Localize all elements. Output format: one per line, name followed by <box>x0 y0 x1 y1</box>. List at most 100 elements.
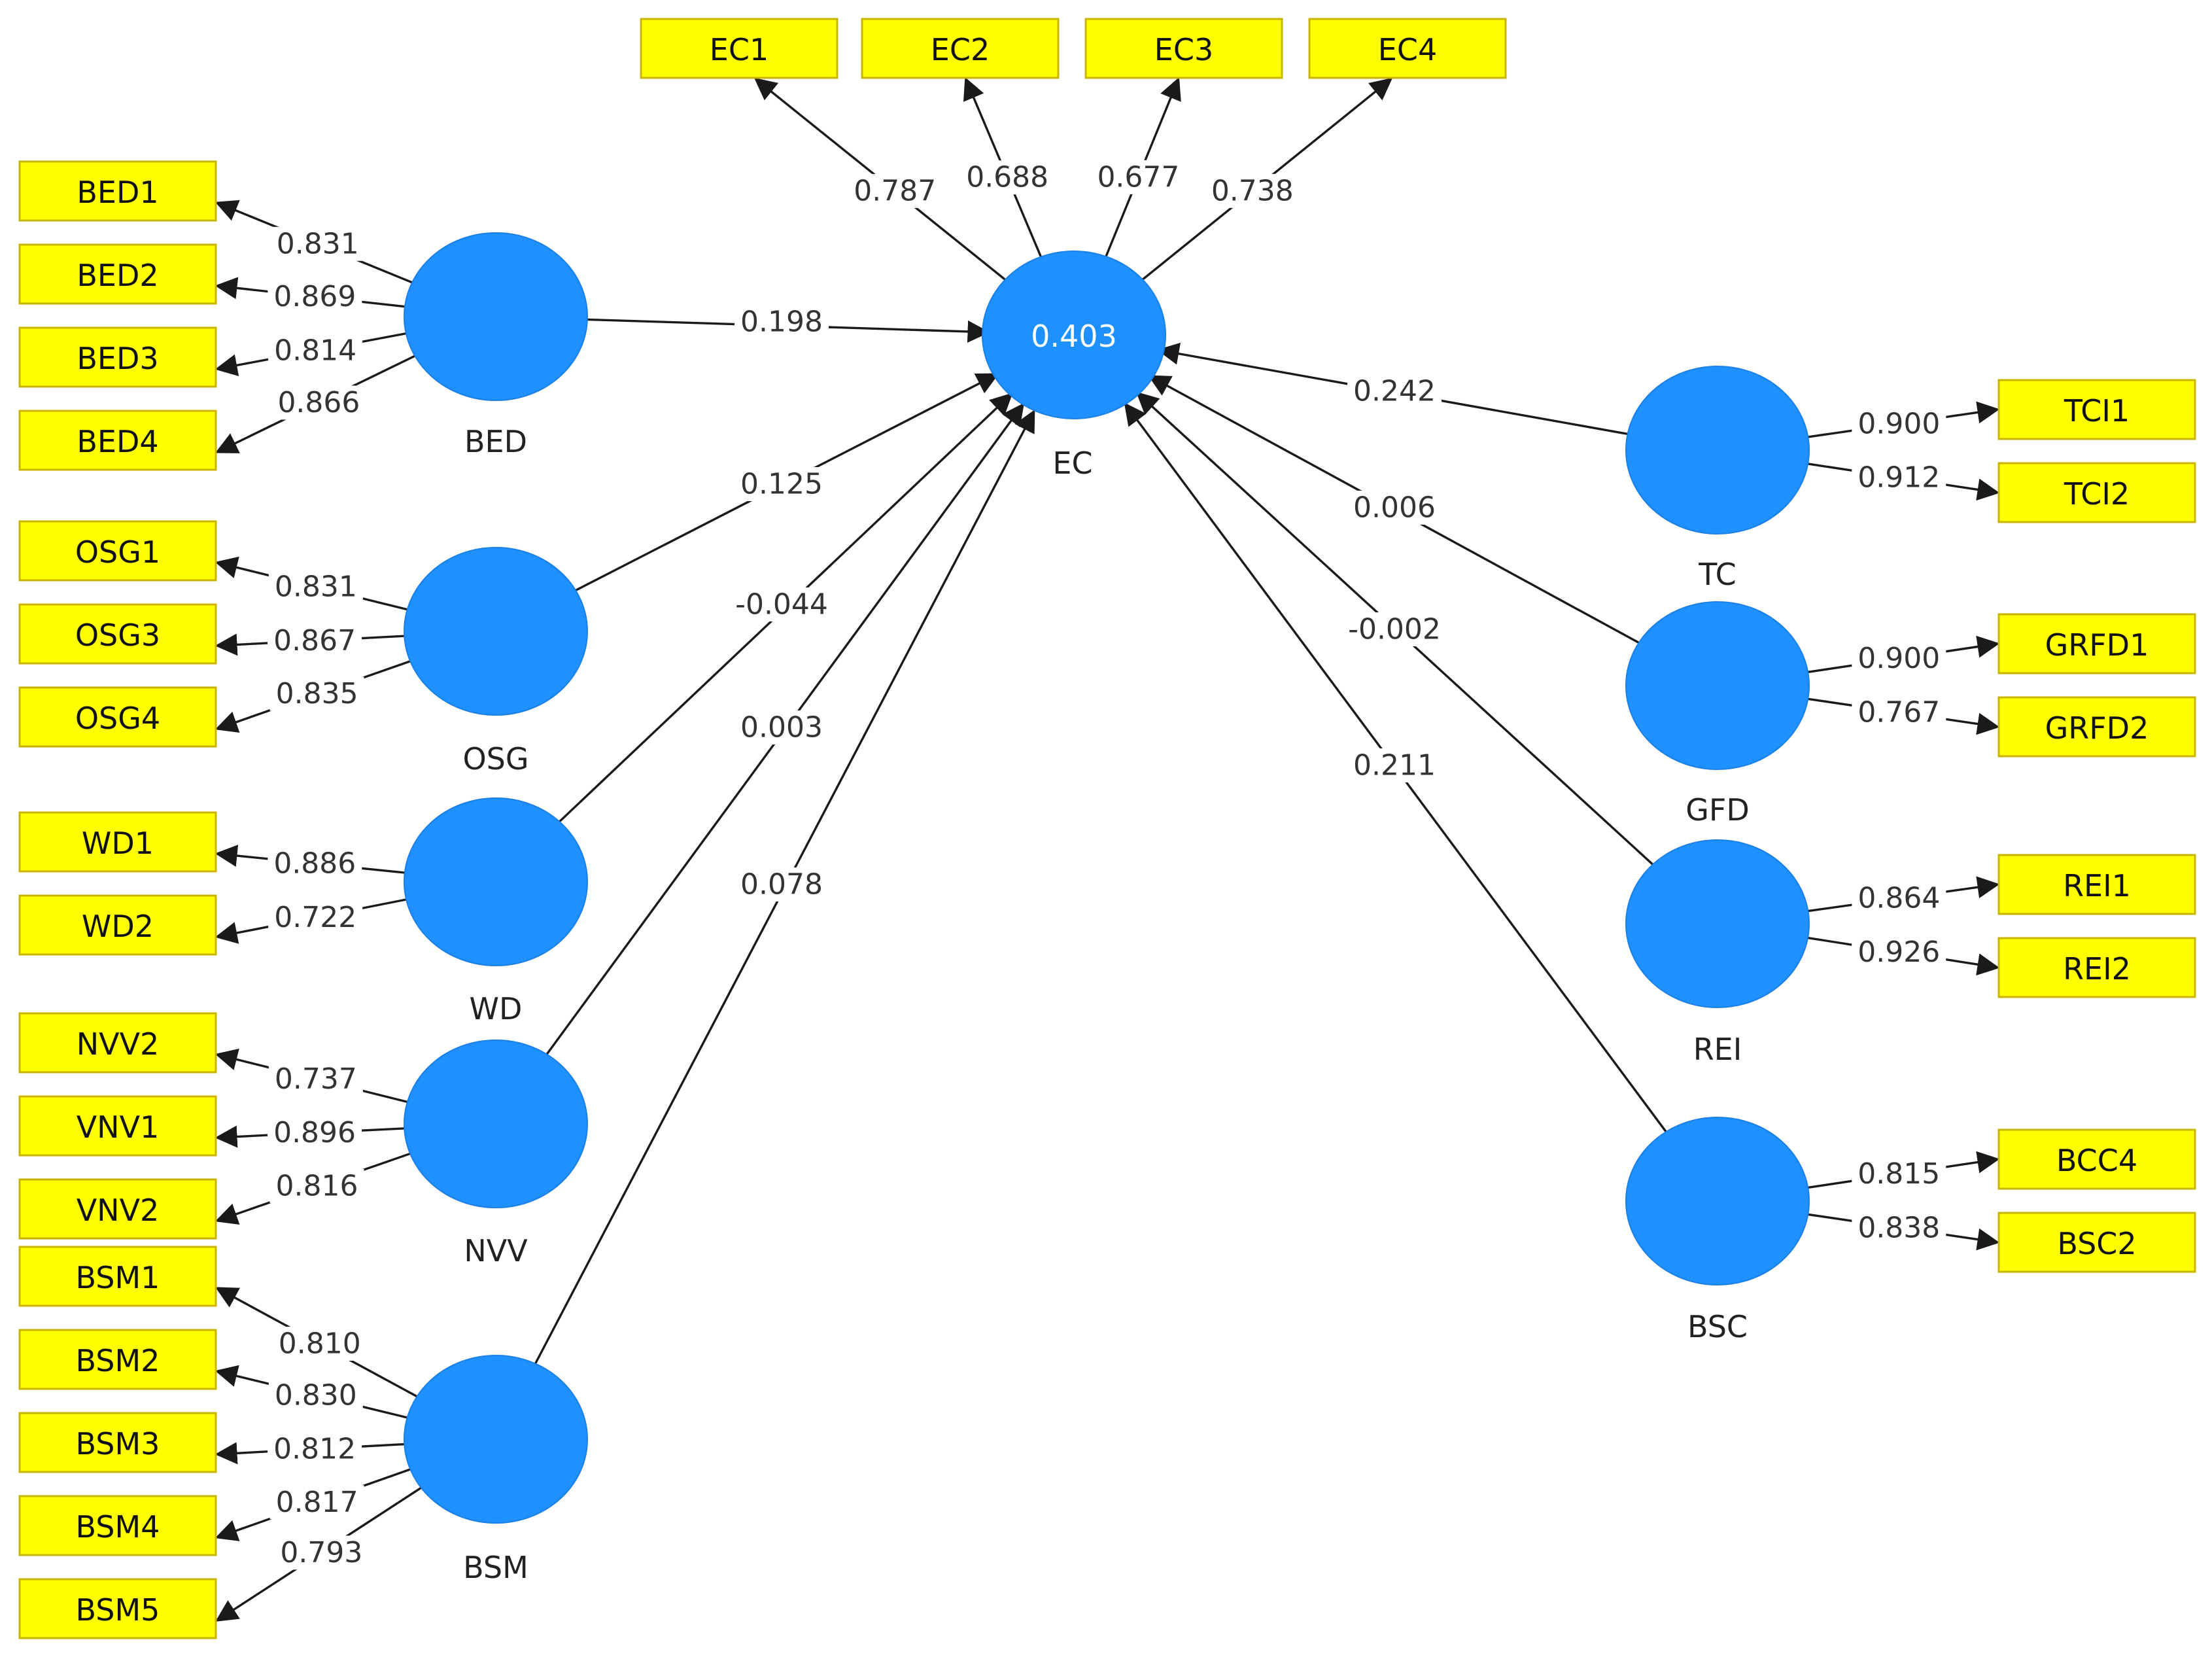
loading-label-tci1-text: 0.900 <box>1858 407 1940 440</box>
loading-label-ec2-text: 0.688 <box>966 161 1048 194</box>
path-coef-gfd-ec: 0.006 <box>1347 491 1442 525</box>
indicator-label: EC4 <box>1378 32 1437 67</box>
latent-bsm[interactable]: BSM <box>404 1355 588 1585</box>
loading-label-bsm3-text: 0.812 <box>273 1432 356 1465</box>
indicator-tci2[interactable]: TCI2 <box>1997 462 2196 523</box>
indicator-bed2[interactable]: BED2 <box>18 243 217 305</box>
latent-bsc[interactable]: BSC <box>1625 1117 1810 1344</box>
latent-label: REI <box>1693 1032 1742 1067</box>
indicator-box <box>1997 696 2196 758</box>
loading-label-tci2: 0.912 <box>1852 461 1946 495</box>
indicator-wd2[interactable]: WD2 <box>18 894 217 956</box>
indicator-label: EC3 <box>1154 32 1213 67</box>
indicator-box <box>18 520 217 582</box>
indicator-label: WD2 <box>82 909 154 944</box>
latent-circle <box>1625 1117 1810 1285</box>
loading-label-bsm5-text: 0.793 <box>280 1536 362 1569</box>
latent-label: TC <box>1698 557 1737 592</box>
indicator-osg4[interactable]: OSG4 <box>18 686 217 748</box>
loading-label-bsm1-text: 0.810 <box>279 1327 361 1360</box>
indicator-box <box>1997 462 2196 523</box>
path-coef-bed-ec-bg <box>734 305 829 339</box>
indicator-ec2[interactable]: EC2 <box>861 18 1060 79</box>
indicator-bcc4[interactable]: BCC4 <box>1997 1128 2196 1190</box>
indicator-bed1[interactable]: BED1 <box>18 160 217 222</box>
indicator-osg1[interactable]: OSG1 <box>18 520 217 582</box>
loading-label-vnv2: 0.816 <box>269 1169 364 1204</box>
indicator-label: BED4 <box>77 424 158 459</box>
indicator-bsc2[interactable]: BSC2 <box>1997 1212 2196 1273</box>
latent-rei[interactable]: REI <box>1625 839 1810 1067</box>
indicator-label: BSC2 <box>2057 1226 2136 1261</box>
indicator-vnv2[interactable]: VNV2 <box>18 1178 217 1240</box>
loading-label-ec2: 0.688 <box>960 160 1055 195</box>
path-coef-wd-ec-bg <box>726 587 837 621</box>
loading-label-bsc2-text: 0.838 <box>1858 1211 1940 1244</box>
path-coef-bsm-ec-text: 0.078 <box>740 868 823 901</box>
loading-label-bsm1: 0.810 <box>272 1326 367 1361</box>
indicator-label: REI1 <box>2063 868 2131 903</box>
indicator-bed3[interactable]: BED3 <box>18 326 217 388</box>
indicator-label: BED1 <box>77 175 158 210</box>
latent-gfd[interactable]: GFD <box>1625 601 1810 828</box>
indicator-label: TCI2 <box>2064 476 2130 512</box>
path-coef-wd-ec-text: -0.044 <box>735 588 828 621</box>
indicator-label: GRFD2 <box>2045 710 2149 746</box>
indicator-ec1[interactable]: EC1 <box>640 18 838 79</box>
loading-label-nvv2-text: 0.737 <box>275 1062 357 1096</box>
indicator-box <box>1997 613 2196 674</box>
indicator-bsm5[interactable]: BSM5 <box>18 1578 217 1639</box>
indicator-rei1[interactable]: REI1 <box>1997 854 2196 915</box>
path-coef-tc-ec: 0.242 <box>1347 374 1442 408</box>
indicator-rei2[interactable]: REI2 <box>1997 937 2196 998</box>
loading-label-grfd1-text: 0.900 <box>1858 642 1940 675</box>
indicator-box <box>18 160 217 222</box>
path-coef-tc-ec-text: 0.242 <box>1353 375 1436 408</box>
latent-label: GFD <box>1685 792 1750 828</box>
loading-label-bed2: 0.869 <box>268 279 362 314</box>
path-coef-tc-ec-bg <box>1347 374 1442 408</box>
latent-circle <box>404 547 588 716</box>
path-coef-gfd-ec-text: 0.006 <box>1353 491 1436 525</box>
path-coef-osg-ec: 0.125 <box>734 467 829 501</box>
loading-label-osg3-text: 0.867 <box>273 624 356 657</box>
loading-label-nvv2: 0.737 <box>268 1062 363 1096</box>
indicator-osg3[interactable]: OSG3 <box>18 603 217 665</box>
indicator-bsm4[interactable]: BSM4 <box>18 1495 217 1556</box>
latent-wd[interactable]: WD <box>404 797 588 1026</box>
indicator-tci1[interactable]: TCI1 <box>1997 379 2196 440</box>
indicator-box <box>18 1095 217 1157</box>
indicator-box <box>18 603 217 665</box>
loading-label-osg4-text: 0.835 <box>276 677 358 710</box>
latent-osg[interactable]: OSG <box>404 547 588 777</box>
indicator-bed4[interactable]: BED4 <box>18 410 217 471</box>
indicator-vnv1[interactable]: VNV1 <box>18 1095 217 1157</box>
indicator-box <box>18 686 217 748</box>
loading-label-osg1: 0.831 <box>268 570 363 604</box>
indicator-ec3[interactable]: EC3 <box>1084 18 1283 79</box>
latent-tc[interactable]: TC <box>1625 366 1810 592</box>
loading-label-bsm2: 0.830 <box>268 1378 363 1412</box>
indicator-bsm1[interactable]: BSM1 <box>18 1246 217 1307</box>
loading-label-bcc4-bg <box>1852 1157 1946 1191</box>
indicator-grfd2[interactable]: GRFD2 <box>1997 696 2196 758</box>
latent-label: BSM <box>463 1550 528 1585</box>
path-coef-bsc-ec-text: 0.211 <box>1353 749 1436 782</box>
indicator-label: WD1 <box>82 826 154 861</box>
indicator-ec4[interactable]: EC4 <box>1308 18 1507 79</box>
indicator-bsm3[interactable]: BSM3 <box>18 1412 217 1473</box>
loading-label-wd2-bg <box>268 900 363 935</box>
loading-label-tci1-bg <box>1852 406 1946 441</box>
latent-nvv[interactable]: NVV <box>404 1040 588 1268</box>
indicator-grfd1[interactable]: GRFD1 <box>1997 613 2196 674</box>
indicator-label: BSM4 <box>76 1509 160 1545</box>
indicator-nvv2[interactable]: NVV2 <box>18 1012 217 1074</box>
path-coef-rei-ec-text: -0.002 <box>1348 613 1441 646</box>
indicator-label: NVV2 <box>77 1026 160 1062</box>
latent-bed[interactable]: BED <box>404 232 588 459</box>
indicator-label: GRFD1 <box>2045 627 2149 663</box>
loading-label-tci2-bg <box>1852 461 1946 495</box>
indicator-wd1[interactable]: WD1 <box>18 811 217 873</box>
indicator-bsm2[interactable]: BSM2 <box>18 1329 217 1390</box>
